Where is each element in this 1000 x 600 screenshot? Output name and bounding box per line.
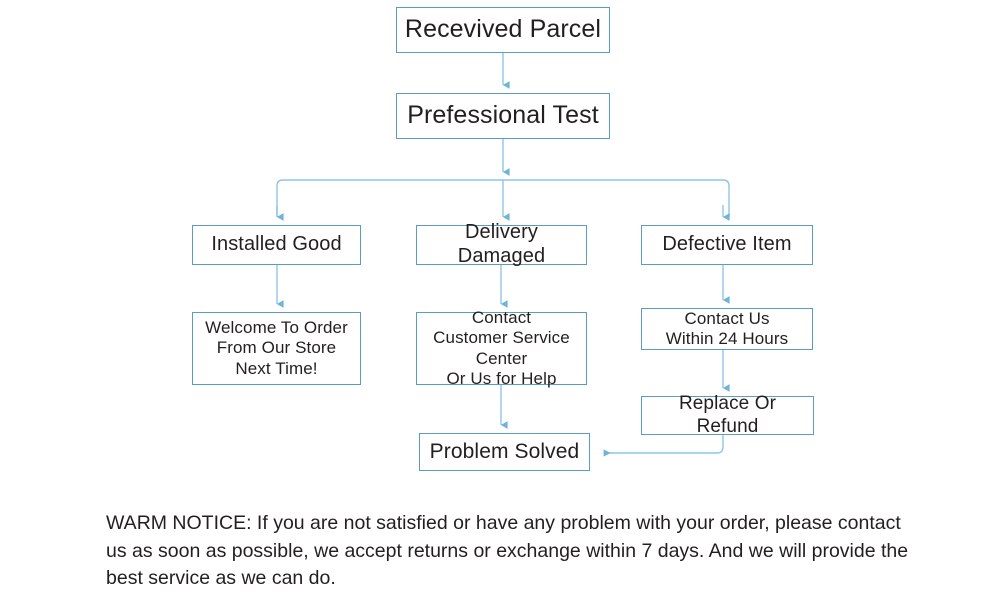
node-received-parcel-label: Recevived Parcel: [404, 15, 602, 44]
node-received-parcel[interactable]: Recevived Parcel: [396, 7, 610, 53]
node-contact-customer-service[interactable]: Contact Customer Service Center Or Us fo…: [416, 308, 587, 388]
warm-notice-text: WARM NOTICE: If you are not satisfied or…: [106, 512, 909, 590]
node-installed-good[interactable]: Installed Good: [192, 225, 361, 265]
node-replace-or-refund-label: Replace Or Refund: [678, 393, 777, 437]
node-professional-test[interactable]: Prefessional Test: [396, 93, 610, 139]
node-installed-good-label: Installed Good: [211, 233, 342, 256]
node-welcome-to-order[interactable]: Welcome To Order From Our Store Next Tim…: [192, 312, 361, 385]
node-contact-us-within-24-hours-label: Contact Us Within 24 Hours: [665, 308, 789, 348]
node-contact-customer-service-label: Contact Customer Service Center Or Us fo…: [433, 308, 570, 388]
node-contact-us-within-24-hours[interactable]: Contact Us Within 24 Hours: [641, 308, 813, 350]
node-welcome-to-order-label: Welcome To Order From Our Store Next Tim…: [205, 318, 348, 378]
node-problem-solved-label: Problem Solved: [429, 439, 580, 463]
node-professional-test-label: Prefessional Test: [407, 101, 599, 130]
node-defective-item-label: Defective Item: [662, 233, 792, 256]
node-problem-solved[interactable]: Problem Solved: [419, 433, 590, 471]
node-delivery-damaged[interactable]: Delivery Damaged: [416, 221, 587, 267]
edge-branch-bus: [276, 179, 730, 217]
node-replace-or-refund[interactable]: Replace Or Refund: [641, 393, 814, 437]
node-delivery-damaged-label: Delivery Damaged: [457, 221, 546, 267]
node-defective-item[interactable]: Defective Item: [641, 225, 813, 265]
